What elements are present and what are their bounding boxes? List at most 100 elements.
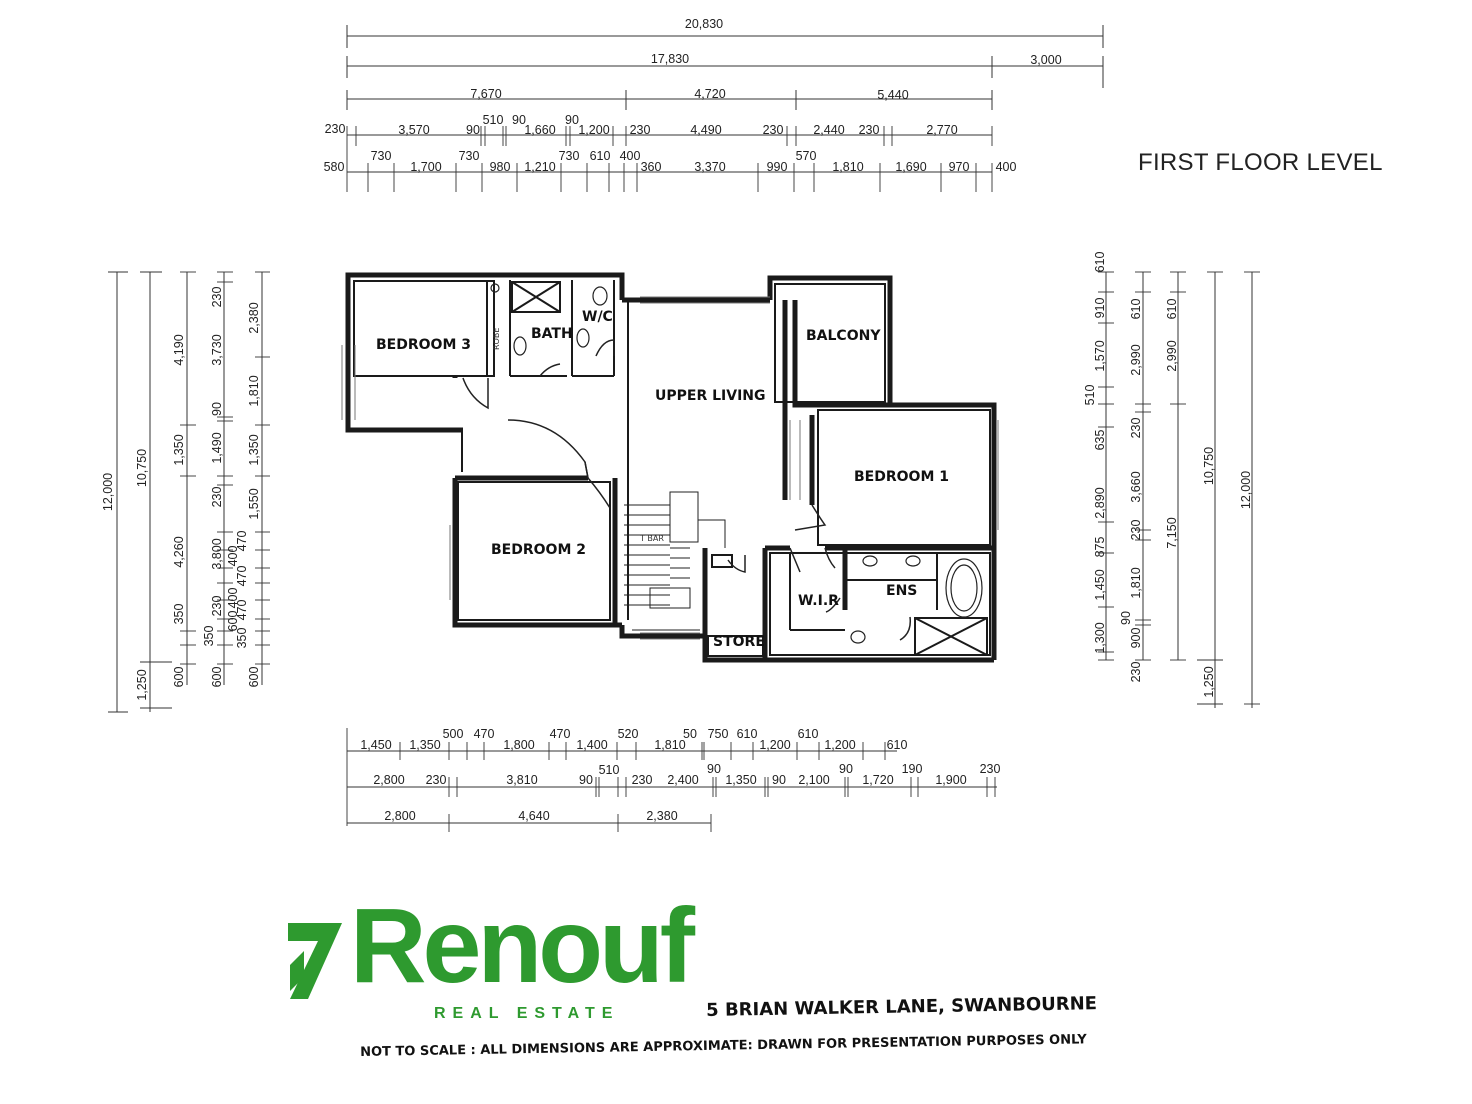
dim-label: 610 [1093,252,1107,273]
dim-label: 230 [1129,418,1143,439]
dim-label: 1,350 [725,773,756,787]
dim-label: 510 [483,113,504,127]
dim-label: 510 [1083,385,1097,406]
dim-label: 4,260 [172,536,186,567]
dim-label: 400 [620,149,641,163]
dim-label: 910 [1093,298,1107,319]
dim-label: 3,800 [210,538,224,569]
dim-label: 12,000 [101,473,115,511]
dim-label: 20,830 [685,17,723,31]
dim-label: 230 [763,123,784,137]
dim-label: 470 [235,531,249,552]
room-label-wc: W/C [582,309,613,325]
room-label-wir: W.I.R [798,593,839,609]
dim-label: 510 [599,763,620,777]
dim-label: 1,210 [524,160,555,174]
walls [345,272,997,663]
dim-label: 2,380 [646,809,677,823]
dim-label: 1,200 [759,738,790,752]
windows [341,296,999,640]
dim-label: 1,570 [1093,340,1107,371]
dim-label: 17,830 [651,52,689,66]
dim-label: 3,570 [398,123,429,137]
room-label-balcony: BALCONY [806,328,881,344]
dim-label: 600 [226,611,240,632]
dim-label: 12,000 [1239,471,1253,509]
dim-label: 90 [512,113,526,127]
dim-label: 2,800 [373,773,404,787]
dim-label: 875 [1093,537,1107,558]
fixtures [490,283,983,644]
dim-label: 2,440 [813,123,844,137]
dim-label: 1,690 [895,160,926,174]
dim-label: 470 [550,727,571,741]
dim-label: 230 [210,287,224,308]
dim-label: 400 [226,588,240,609]
dim-label: 90 [772,773,786,787]
bottom-dimension-labels: 1,450 1,350 500 470 1,800 470 1,400 520 … [360,727,1000,823]
dim-label: 90 [839,762,853,776]
dim-label: 1,810 [654,738,685,752]
top-dimensions [346,25,1104,192]
room-label-upper-living: UPPER LIVING [655,388,766,404]
dim-label: 3,730 [210,334,224,365]
dim-label: 970 [949,160,970,174]
left-dimensions [108,271,270,713]
dim-label: 2,990 [1165,340,1179,371]
dim-label: 635 [1093,430,1107,451]
dim-label: 1,490 [210,432,224,463]
dim-label: 7,670 [470,87,501,101]
dim-label: 1,250 [1202,666,1216,697]
dim-label: 1,450 [1093,569,1107,600]
dim-label: 2,890 [1093,487,1107,518]
right-dimension-labels: 610 910 1,570 510 635 2,890 875 1,450 1,… [1083,252,1253,698]
dim-label: 230 [859,123,880,137]
dim-label: 2,990 [1129,344,1143,375]
dim-label: 600 [210,667,224,688]
dim-label: 50 [683,727,697,741]
dim-label: 2,800 [384,809,415,823]
dim-label: 1,700 [410,160,441,174]
dim-label: 4,720 [694,87,725,101]
right-dimensions [1098,271,1260,708]
dim-label: 350 [172,604,186,625]
logo-mark-icon [288,923,342,999]
dim-label: 1,200 [578,123,609,137]
dim-label: 520 [618,727,639,741]
dim-label: 1,300 [1093,622,1107,653]
room-label-bedroom2: BEDROOM 2 [491,542,586,558]
dim-label: 470 [235,566,249,587]
room-labels: BEDROOM 3 BATH W/C ROBE UPPER LIVING BAL… [376,309,949,650]
doors [462,339,912,641]
dim-label: 230 [325,122,346,136]
dim-label: 230 [1129,662,1143,683]
dim-label: 90 [707,762,721,776]
room-label-bath: BATH [531,326,573,342]
dim-label: 3,660 [1129,471,1143,502]
dim-label: 470 [235,600,249,621]
dim-label: 230 [426,773,447,787]
dim-label: 400 [996,160,1017,174]
dim-label: 1,250 [135,669,149,700]
room-label-bedroom3: BEDROOM 3 [376,337,471,353]
dim-label: 600 [247,667,261,688]
dim-label: 7,150 [1165,517,1179,548]
dim-label: 990 [767,160,788,174]
dim-label: 580 [324,160,345,174]
dim-label: 1,900 [935,773,966,787]
dim-label: 1,800 [503,738,534,752]
dim-label: 1,550 [247,488,261,519]
room-label-robe: ROBE [492,328,501,350]
dim-label: 190 [902,762,923,776]
dim-label: 750 [708,727,729,741]
dim-label: 1,810 [247,375,261,406]
dim-label: 2,100 [798,773,829,787]
dim-label: 1,350 [172,434,186,465]
top-dimension-labels: 20,830 17,830 3,000 7,670 4,720 5,440 23… [324,17,1062,174]
dim-label: 610 [887,738,908,752]
dim-label: 4,640 [518,809,549,823]
brand-tagline: REAL ESTATE [434,1005,620,1022]
dim-label: 90 [210,402,224,416]
dim-label: 4,190 [172,334,186,365]
